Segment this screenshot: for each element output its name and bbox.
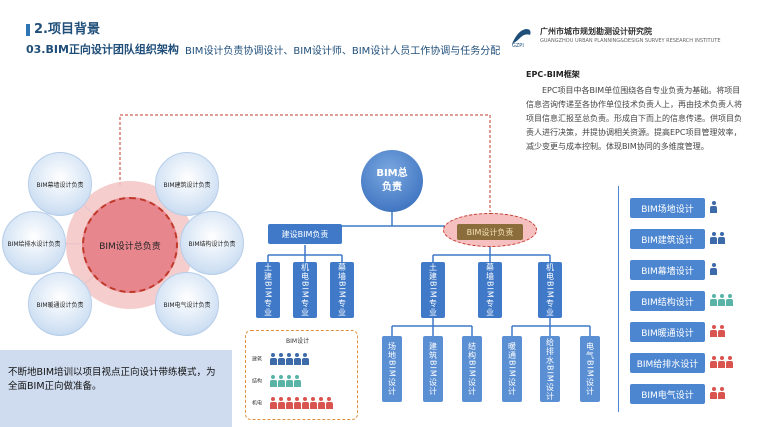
person-icon — [710, 232, 717, 244]
person-icon — [718, 356, 725, 368]
people-icon-group — [710, 294, 734, 310]
person-icon — [710, 387, 717, 399]
leaf-plumbing: 给排水BIM设计 — [540, 336, 560, 402]
discipline-item: BIM给排水设计 — [630, 353, 705, 373]
people-icon-group — [269, 375, 302, 387]
design-child-civil: 土建BIM专业 — [421, 262, 445, 318]
team-row-architecture: 建筑 — [252, 353, 310, 365]
team-row-mep: 机电 — [252, 397, 334, 409]
satellite-electrical: BIM电气设计负责 — [155, 272, 219, 336]
design-child-curtain: 幕墙BIM专业 — [478, 262, 502, 318]
people-icon-group — [710, 356, 734, 372]
design-team-box: BIM设计 建筑 结构 机电 — [245, 330, 358, 420]
logo-icon: GZPI — [512, 29, 531, 48]
subtitle: BIM设计负责协调设计、BIM设计师、BIM设计人员工作协调与任务分配 — [185, 46, 501, 57]
person-icon — [710, 356, 717, 368]
person-icon — [710, 325, 717, 337]
subsection-title: 03.BIM正向设计团队组织架构 — [26, 43, 179, 56]
people-icon-group — [710, 325, 726, 341]
satellite-plumbing: BIM给排水设计负责 — [2, 211, 66, 275]
institute-logo: GZPI 广州市城市规划勘测设计研究院 GUANGZHOU URBAN PLAN… — [510, 24, 740, 52]
svg-text:GZPI: GZPI — [512, 43, 524, 48]
people-icon-group — [710, 201, 718, 217]
satellite-curtain-wall: BIM幕墙设计负责 — [28, 152, 92, 216]
bim-design-lead: BIM设计负责 — [457, 224, 523, 240]
epc-body: EPC项目中各BIM单位围绕各自专业负责为基础。将项目信息咨询传递至各协作单位技… — [526, 86, 742, 151]
person-icon — [726, 356, 733, 368]
center-circle: BIM设计总负责 — [82, 197, 178, 293]
build-bim-lead: 建设BIM负责 — [268, 224, 342, 244]
section-title: 2.项目背景 — [26, 18, 100, 37]
person-icon — [718, 325, 725, 337]
team-row-structure: 结构 — [252, 375, 302, 387]
people-icon-group — [710, 387, 726, 403]
people-icon-group — [710, 263, 718, 279]
satellite-hvac: BIM暖通设计负责 — [28, 272, 92, 336]
logo-cn: 广州市城市规划勘测设计研究院 — [540, 27, 652, 36]
leaf-site: 场地BIM设计 — [382, 336, 402, 402]
discipline-item: BIM幕墙设计 — [630, 260, 705, 280]
people-icon-group — [269, 397, 334, 409]
satellite-structure: BIM结构设计负责 — [180, 211, 244, 275]
epc-title: EPC-BIM框架 — [526, 70, 580, 79]
people-icon-group — [269, 353, 310, 365]
leaf-hvac: 暖通BIM设计 — [502, 336, 522, 402]
design-child-mep: 机电BIM专业 — [538, 262, 562, 318]
build-child-curtain: 幕墙BIM专业 — [330, 262, 354, 318]
leaf-architecture: 建筑BIM设计 — [423, 336, 443, 402]
leaf-structure: 结构BIM设计 — [462, 336, 482, 402]
discipline-item: BIM场地设计 — [630, 198, 705, 218]
people-icon-group — [710, 232, 726, 248]
person-icon — [718, 387, 725, 399]
person-icon — [710, 294, 717, 306]
team-title: BIM设计 — [286, 338, 310, 345]
epc-panel: EPC-BIM框架 EPC项目中各BIM单位围绕各自专业负责为基础。将项目信息咨… — [526, 68, 746, 154]
build-child-mep: 机电BIM专业 — [293, 262, 317, 318]
discipline-item: BIM建筑设计 — [630, 229, 705, 249]
leaf-electrical: 电气BIM设计 — [580, 336, 600, 402]
person-icon — [710, 201, 717, 213]
satellite-architecture: BIM建筑设计负责 — [155, 152, 219, 216]
discipline-item: BIM暖通设计 — [630, 322, 705, 342]
training-note: 不断地BIM培训以项目视点正向设计带练模式，为全面BIM正向做准备。 — [0, 350, 232, 427]
person-icon — [726, 294, 733, 306]
bim-total-lead: BIM总 负责 — [361, 150, 423, 212]
discipline-item: BIM电气设计 — [630, 384, 705, 404]
person-icon — [718, 294, 725, 306]
list-bracket — [618, 186, 626, 412]
build-child-civil: 土建BIM专业 — [256, 262, 280, 318]
person-icon — [718, 232, 725, 244]
person-icon — [710, 263, 717, 275]
discipline-item: BIM结构设计 — [630, 291, 705, 311]
logo-en: GUANGZHOU URBAN PLANNING&DESIGN SURVEY R… — [540, 38, 721, 44]
